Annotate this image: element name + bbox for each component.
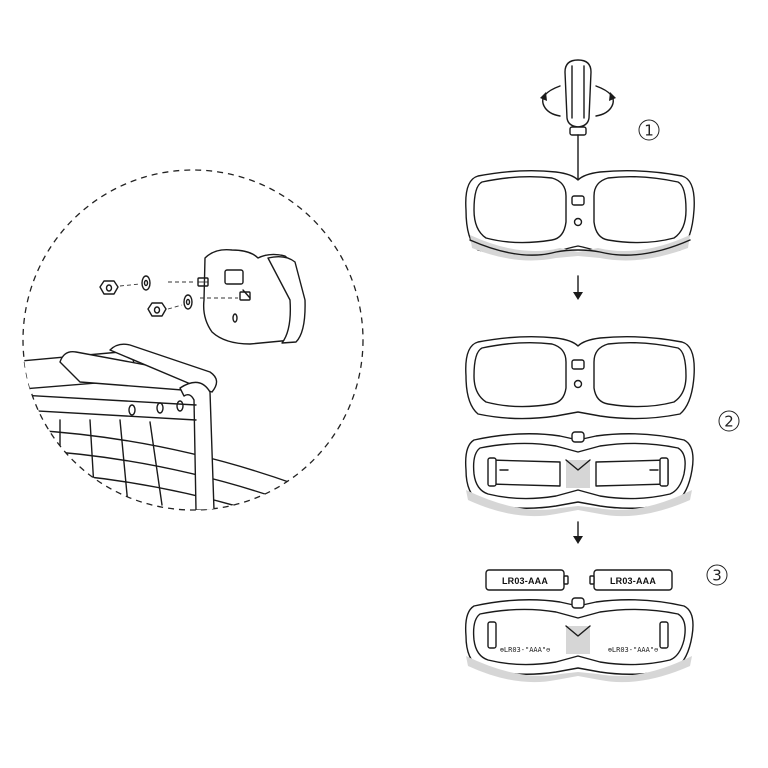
step-2-circle xyxy=(718,410,740,432)
step-3-number: 3 xyxy=(712,567,722,585)
rotate-arrows-icon xyxy=(540,85,616,117)
battery-left: LR03-AAA xyxy=(485,569,569,591)
battery-base-empty xyxy=(464,431,694,517)
battery-left-label: LR03-AAA xyxy=(502,576,548,586)
lamp-closed xyxy=(465,169,695,261)
step-3: LR03-AAA LR03-AAA 3 ⊕LR03-"AAA"⊖ ⊕LR03-"… xyxy=(464,564,728,683)
step-1: 1 xyxy=(465,59,695,261)
down-arrow-icon xyxy=(573,521,583,544)
light-unit-back xyxy=(202,248,306,345)
polarity-mark-right: ⊕LR03-"AAA"⊖ xyxy=(608,646,659,654)
down-arrow-icon xyxy=(573,275,583,300)
step-3-circle xyxy=(706,564,728,586)
lamp-cover xyxy=(465,335,695,420)
polarity-mark-left: ⊕LR03-"AAA"⊖ xyxy=(500,646,551,654)
step-2: 2 xyxy=(464,335,740,517)
screwdriver-icon xyxy=(564,59,592,197)
battery-right: LR03-AAA xyxy=(589,569,673,591)
step-2-number: 2 xyxy=(724,413,734,431)
mounting-hardware xyxy=(99,275,251,317)
battery-right-label: LR03-AAA xyxy=(610,576,656,586)
battery-base-marked: ⊕LR03-"AAA"⊖ ⊕LR03-"AAA"⊖ xyxy=(464,597,694,683)
rack-frame xyxy=(23,343,361,510)
step-1-number: 1 xyxy=(644,122,654,140)
step-1-circle xyxy=(638,119,660,141)
detail-circle xyxy=(22,169,364,511)
mounting-detail xyxy=(22,169,364,511)
